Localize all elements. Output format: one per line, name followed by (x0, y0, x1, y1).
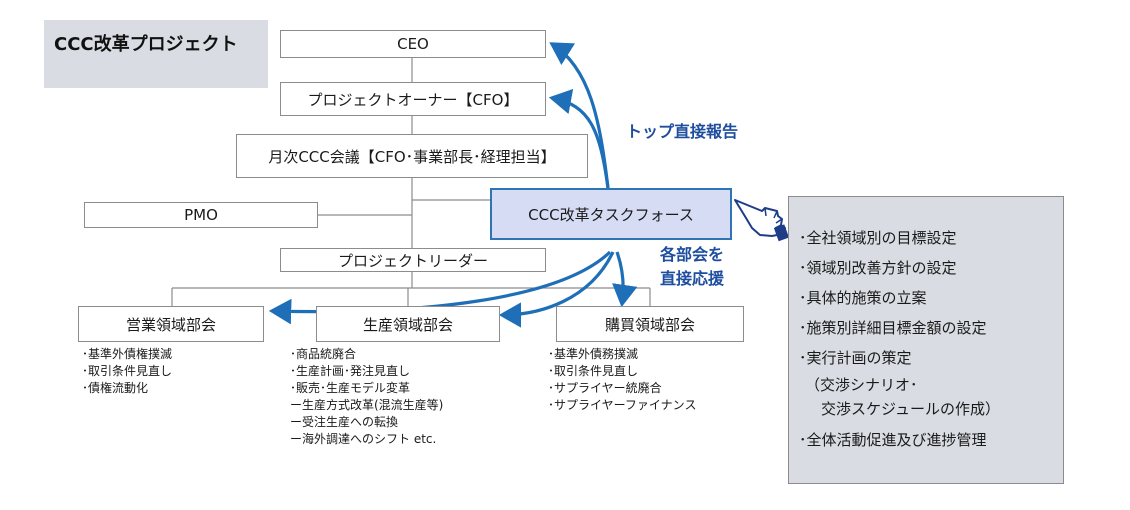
list-item: ･取引条件見直し (82, 364, 173, 378)
duty-item: ･全体活動促進及び進捗管理 (799, 431, 987, 449)
duty-subitem: 交渉スケジュールの作成） (821, 400, 1000, 418)
duty-item: ･具体的施策の立案 (799, 289, 927, 307)
sales-subcommittee-box: 営業領域部会 (78, 306, 264, 342)
purchasing-subcommittee-box: 購買領域部会 (556, 306, 744, 342)
arrow-to-production (498, 251, 615, 328)
list-item: ･生産計画･発注見直し (290, 364, 411, 378)
list-item: ･取引条件見直し (548, 364, 639, 378)
pmo-box: PMO (84, 202, 318, 228)
list-item: ー海外調達へのシフト etc. (290, 432, 437, 446)
project-owner-box: プロジェクトオーナー【CFO】 (280, 82, 546, 116)
monthly-ccc-meeting-box: 月次CCC会議【CFO･事業部長･経理担当】 (236, 134, 588, 178)
duty-item: ･領域別改善方針の設定 (799, 259, 957, 277)
production-items: ･商品統廃合 ･生産計画･発注見直し ･販売･生産モデル変革 ー生産方式改革(混… (290, 346, 443, 448)
list-item: ･商品統廃合 (290, 347, 357, 361)
list-item: ー生産方式改革(混流生産等) (290, 398, 444, 412)
production-subcommittee-box: 生産領域部会 (316, 306, 500, 342)
list-item: ･サプライヤー統廃合 (548, 381, 662, 395)
arrow-to-owner (548, 88, 610, 189)
duty-item: ･施策別詳細目標金額の設定 (799, 319, 987, 337)
taskforce-duties-panel: ･全社領域別の目標設定 ･領域別改善方針の設定 ･具体的施策の立案 ･施策別詳細… (788, 196, 1064, 484)
list-item: ー受注生産への転換 (290, 415, 399, 429)
arrow-to-purchasing (612, 251, 638, 308)
support-label-line2: 直接応援 (660, 269, 725, 288)
list-item: ･基準外債権撲滅 (82, 347, 173, 361)
title-panel (44, 20, 268, 88)
ccc-taskforce-box: CCC改革タスクフォース (490, 188, 732, 240)
project-leader-box: プロジェクトリーダー (280, 248, 546, 272)
ceo-box: CEO (280, 30, 546, 58)
duty-subitem: （交渉シナリオ･ (805, 376, 918, 394)
list-item: ･基準外債務撲滅 (548, 347, 639, 361)
list-item: ･債権流動化 (82, 381, 149, 395)
top-report-label: トップ直接報告 (626, 122, 739, 141)
list-item: ･販売･生産モデル変革 (290, 381, 411, 395)
diagram-title: CCC改革プロジェクト (54, 34, 238, 55)
purchasing-items: ･基準外債務撲滅 ･取引条件見直し ･サプライヤー統廃合 ･サプライヤーファイナ… (548, 346, 696, 414)
list-item: ･サプライヤーファイナンス (548, 398, 697, 412)
duty-item: ･全社領域別の目標設定 (799, 229, 957, 247)
sales-items: ･基準外債権撲滅 ･取引条件見直し ･債権流動化 (82, 346, 172, 397)
pointing-hand-icon (734, 199, 790, 242)
support-label-line1: 各部会を (660, 245, 725, 264)
duty-item: ･実行計画の策定 (799, 349, 912, 367)
